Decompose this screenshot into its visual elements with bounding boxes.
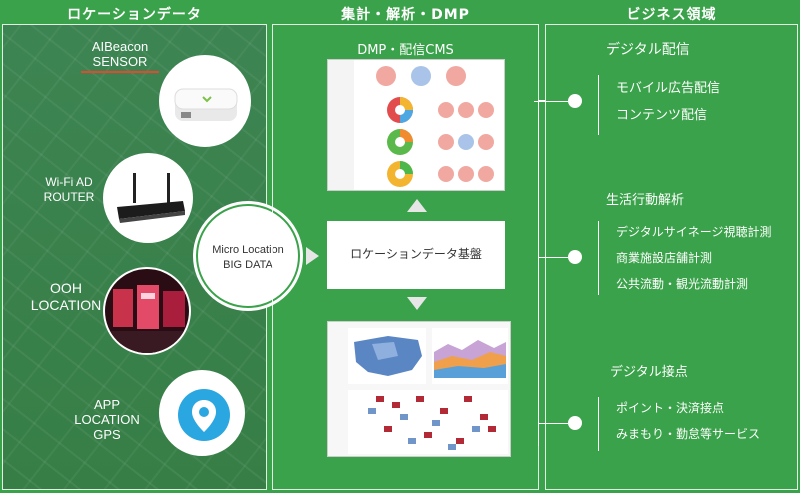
hub-line1: Micro Location [212,244,284,256]
mobile-ad-item: モバイル広告配信 [616,81,721,96]
business-panel: デジタル配信 モバイル広告配信 コンテンツ配信 生活行動解析 デジタルサイネージ… [534,24,798,490]
bracket-1 [598,75,599,135]
beacon-sensor-icon [159,55,251,147]
connector-mid-to-right [539,100,545,101]
location-data-platform-box: ロケーションデータ基盤 [327,221,505,289]
left-column-title: ロケーションデータ [67,7,202,23]
branch-node-1 [568,94,582,108]
content-delivery-item: コンテンツ配信 [616,108,708,123]
dmp-panel: DMP・配信CMS ロケーションデータ基盤 [272,24,539,490]
arrow-up-icon [407,199,427,212]
right-column-title: ビジネス領域 [626,7,717,23]
wifi-router-icon [103,153,193,243]
branch-line-3 [538,423,568,424]
dmp-dashboard-image [327,59,505,191]
point-payment-item: ポイント・決済接点 [616,401,725,415]
behavior-analysis-title: 生活行動解析 [606,193,685,208]
connector-from-dmp [534,101,538,102]
bracket-2 [598,221,599,295]
digital-touchpoint-title: デジタル接点 [610,365,688,380]
arrow-right-icon [306,247,319,265]
branch-node-3 [568,416,582,430]
hub-line2: BIG DATA [223,259,273,271]
digital-distribution-title: デジタル配信 [606,42,690,58]
branch-line-1 [538,101,568,102]
micro-location-hub: Micro Location BIG DATA [196,204,300,308]
monitoring-service-item: みまもり・勤怠等サービス [616,427,761,441]
arrow-down-icon [407,297,427,310]
signage-measurement-item: デジタルサイネージ視聴計測 [616,225,772,239]
branch-node-2 [568,250,582,264]
public-flow-item: 公共流動・観光流動計測 [616,277,749,291]
branch-line-2 [538,257,568,258]
analytics-dashboard-image [327,321,511,457]
bracket-3 [598,397,599,451]
mid-column-title: 集計・解析・DMP [341,7,470,23]
connector-line [538,100,539,446]
dmp-cms-title: DMP・配信CMS [357,43,454,58]
commercial-facility-item: 商業施設店舗計測 [616,251,713,265]
location-pin-icon [159,370,245,456]
ooh-signage-icon [103,267,191,355]
